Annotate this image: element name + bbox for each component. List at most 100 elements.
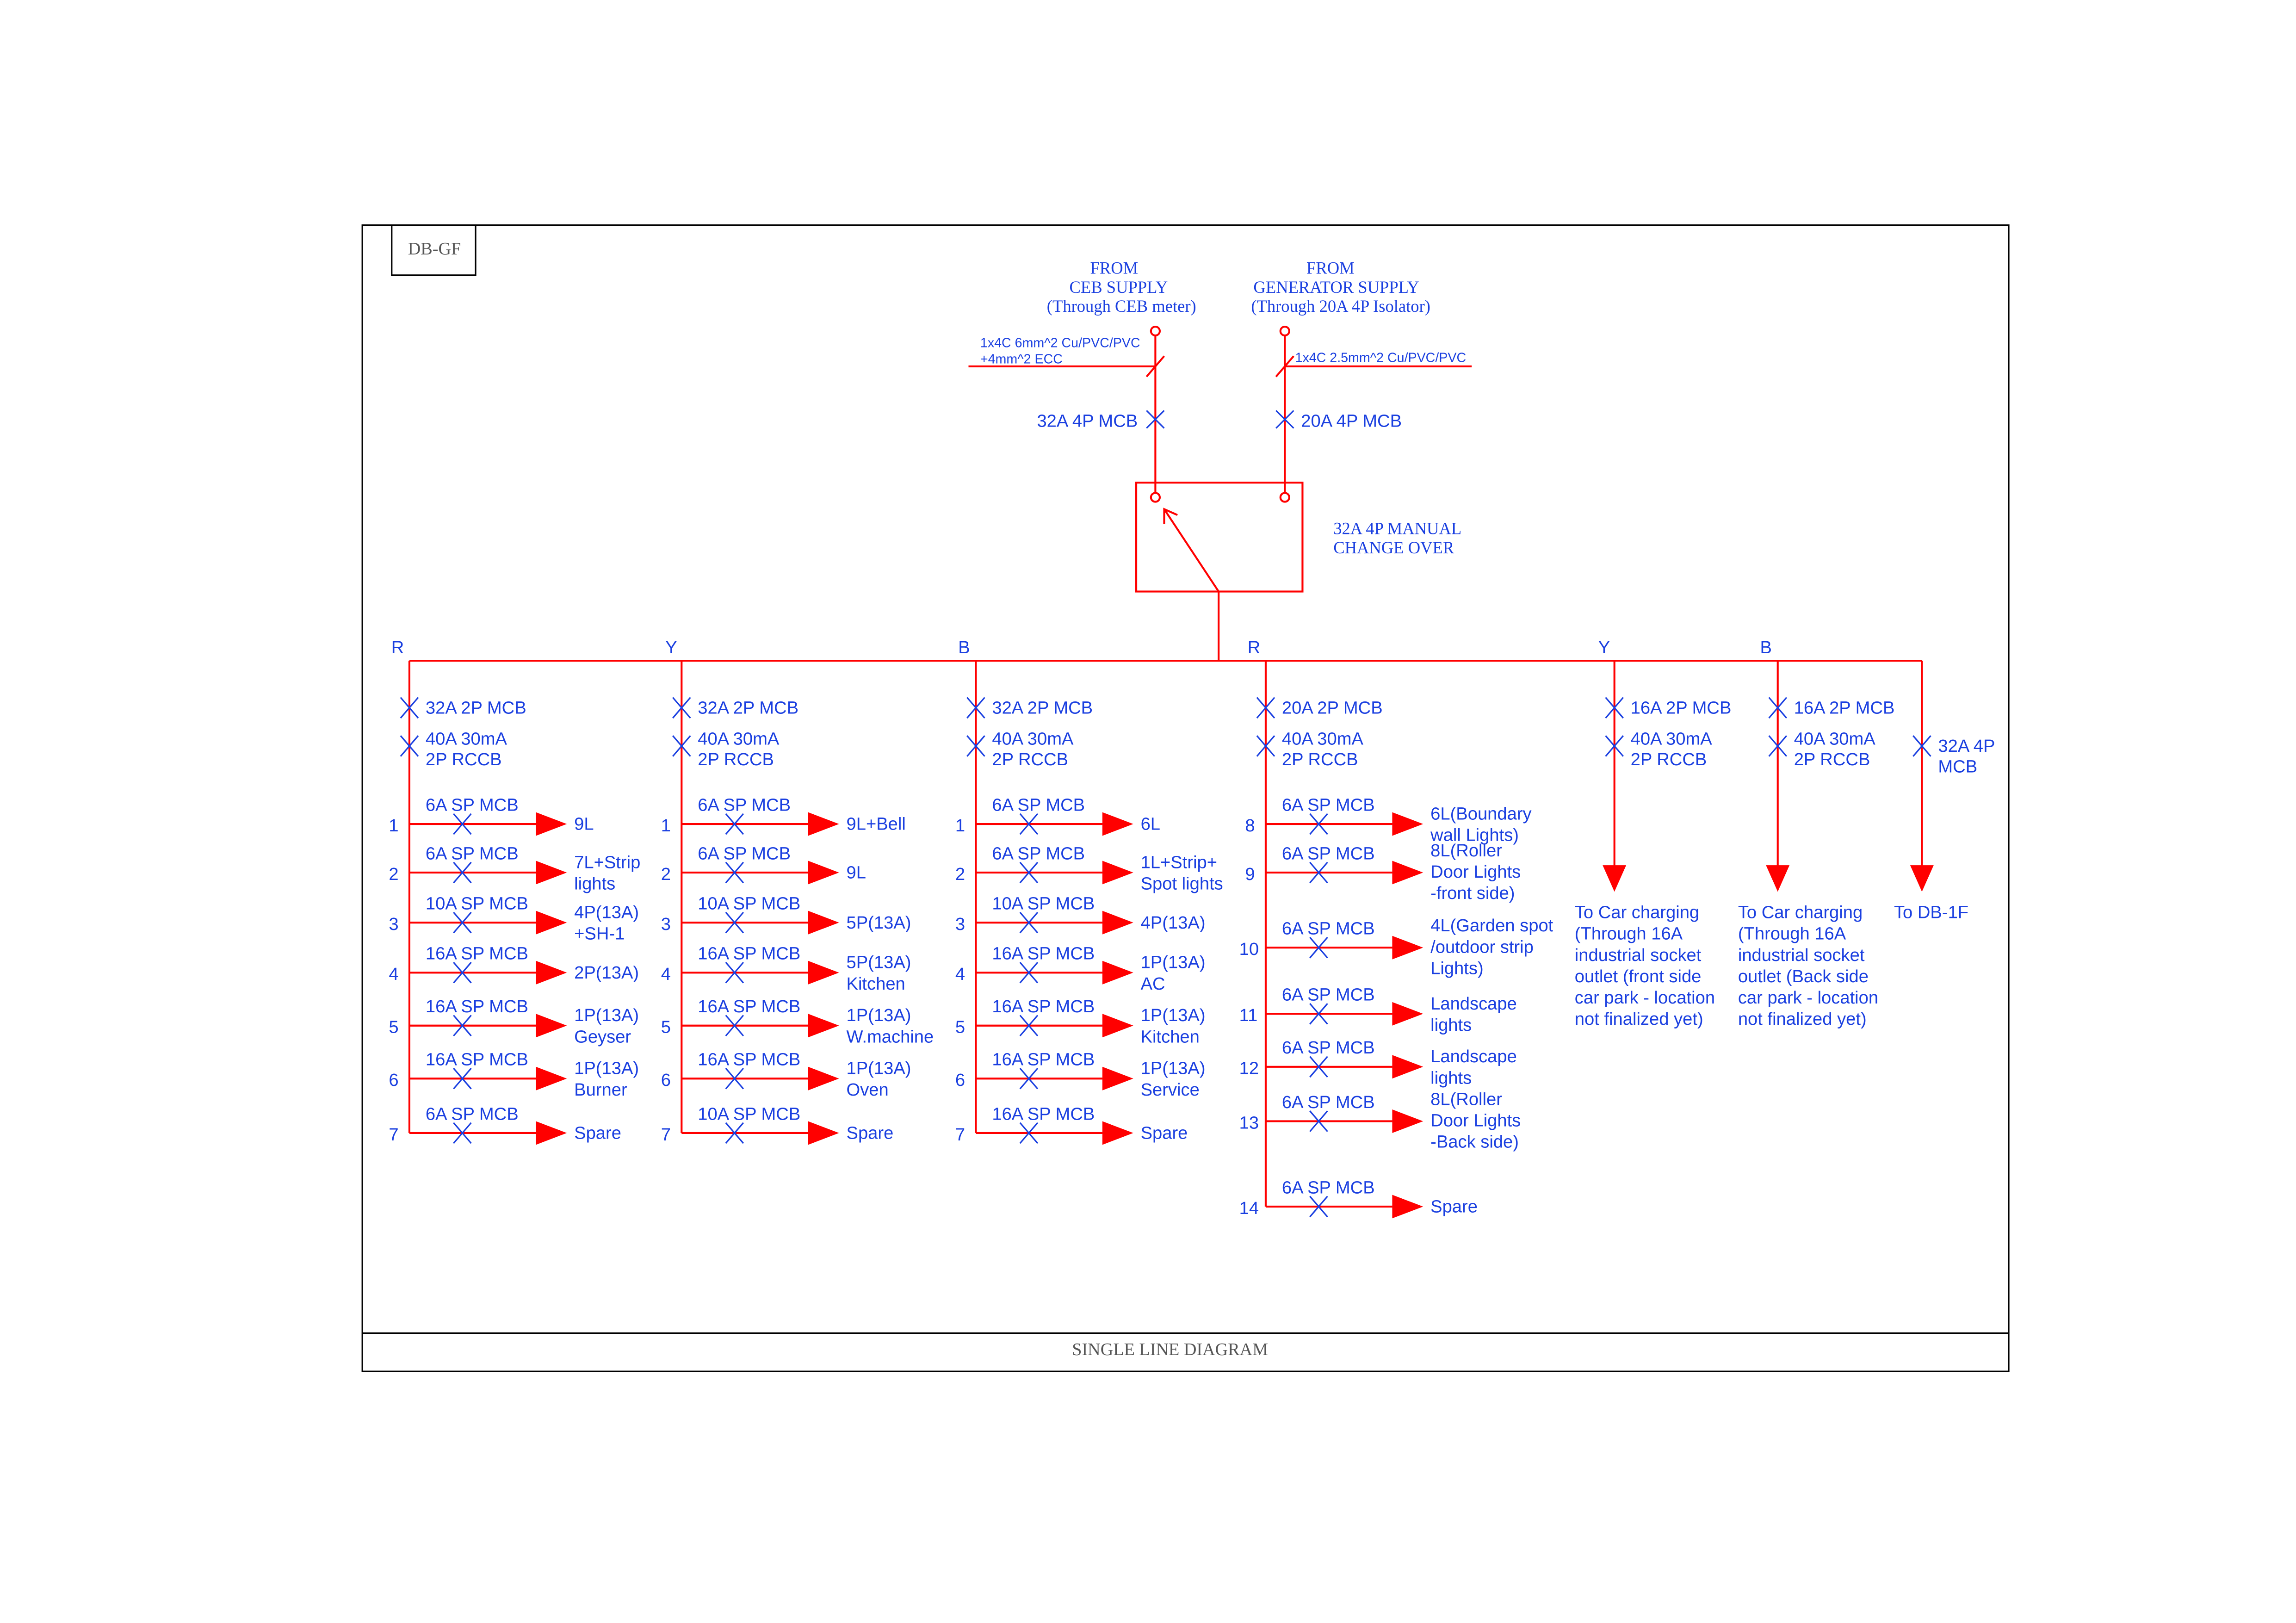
feeder-protection-symbol-stroke-b: [1912, 735, 1931, 757]
circuit-load-label: Burner: [574, 1080, 627, 1100]
circuit-load-label: Spare: [574, 1123, 621, 1143]
circuit-load-label: Kitchen: [1141, 1027, 1200, 1047]
circuit-mcb-label: 6A SP MCB: [1282, 1177, 1375, 1197]
circuit-mcb-symbol-stroke-b: [1019, 1122, 1039, 1144]
ceb-cable-tick: [1145, 355, 1165, 378]
footer-title: SINGLE LINE DIAGRAM: [1072, 1340, 1268, 1359]
circuit-mcb-label: 6A SP MCB: [698, 843, 791, 863]
circuit-number: 5: [389, 1017, 398, 1037]
circuit-number: 4: [955, 964, 965, 984]
circuit-mcb-label: 10A SP MCB: [992, 893, 1095, 913]
circuit-load-label: 1P(13A): [847, 1059, 911, 1078]
load-arrow-icon: [1392, 935, 1423, 960]
phase-label-y: Y: [1598, 638, 1610, 657]
group-rccb-label-1: 40A 30mA: [698, 729, 780, 749]
circuit-load-label: lights: [1430, 1015, 1472, 1035]
circuit-mcb-label: 6A SP MCB: [426, 1104, 519, 1124]
circuit-mcb-label: 16A SP MCB: [698, 944, 800, 964]
group-rccb-symbol-stroke-b: [1256, 735, 1275, 757]
circuit-mcb-label: 6A SP MCB: [1282, 985, 1375, 1005]
group-rccb-symbol-stroke-b: [672, 735, 691, 757]
circuit-load-label: Spare: [1430, 1197, 1478, 1217]
circuit-mcb-symbol-stroke-b: [1309, 813, 1328, 835]
circuit-mcb-label: 16A SP MCB: [698, 1050, 800, 1070]
changeover-label-1: 32A 4P MANUAL: [1333, 519, 1461, 538]
group-main-mcb-symbol-stroke-b: [966, 697, 985, 719]
circuit-mcb-symbol-stroke-b: [1309, 1056, 1328, 1078]
circuit-number: 4: [389, 964, 398, 984]
circuit-load-label: Geyser: [574, 1027, 631, 1047]
group-main-mcb-label: 20A 2P MCB: [1282, 698, 1383, 718]
circuit-mcb-label: 6A SP MCB: [1282, 1038, 1375, 1058]
circuit-load-label: Oven: [847, 1080, 889, 1100]
circuit-number: 13: [1239, 1113, 1259, 1133]
circuit-mcb-symbol-stroke-b: [1309, 936, 1328, 959]
circuit-load-label: Spare: [1141, 1123, 1188, 1143]
circuit-number: 5: [955, 1017, 965, 1037]
circuit-load-label: 9L: [574, 814, 594, 834]
circuit-mcb-symbol-stroke-b: [1019, 813, 1039, 835]
circuit-number: 5: [661, 1017, 671, 1037]
feeder-destination-label: To DB-1F: [1894, 903, 1968, 923]
ceb-supply-line-3: (Through CEB meter): [1047, 297, 1196, 316]
circuit-load-label: 5P(13A): [847, 913, 911, 933]
feeder-destination-label: (Through 16A: [1575, 924, 1683, 944]
feeder-destination-label: outlet (Back side: [1738, 966, 1869, 986]
circuit-load-label: 1P(13A): [1141, 1005, 1206, 1025]
group-rccb-label-1: 40A 30mA: [426, 729, 507, 749]
circuit-mcb-symbol-stroke-b: [453, 911, 472, 934]
group-main-mcb-symbol-stroke-b: [672, 697, 691, 719]
circuit-mcb-symbol-stroke-b: [1019, 961, 1039, 984]
feeder-destination-label: car park - location: [1738, 988, 1878, 1008]
load-arrow-icon: [1392, 861, 1423, 885]
circuit-mcb-symbol-stroke-b: [725, 1122, 744, 1144]
circuit-load-label: Service: [1141, 1080, 1200, 1100]
circuit-mcb-label: 6A SP MCB: [1282, 1092, 1375, 1112]
group-rccb-label-1: 40A 30mA: [1282, 729, 1364, 749]
gen-mcb-symbol: [1275, 410, 1294, 429]
group-main-mcb-symbol-stroke-b: [1256, 697, 1275, 719]
board-name-box: [391, 224, 477, 276]
load-arrow-icon: [1102, 911, 1133, 935]
load-arrow-icon: [808, 1014, 839, 1038]
feeder-main-mcb-label: 16A 2P MCB: [1794, 698, 1895, 718]
changeover-switch-box: [1135, 482, 1304, 593]
circuit-load-label: 1P(13A): [847, 1005, 911, 1025]
load-arrow-icon: [1392, 812, 1423, 836]
ceb-mcb-label: 32A 4P MCB: [1037, 411, 1138, 431]
feeder-destination-label: car park - location: [1575, 988, 1715, 1008]
circuit-load-label: 1P(13A): [1141, 1059, 1206, 1078]
circuit-mcb-symbol-stroke-b: [725, 961, 744, 984]
circuit-load-label: Lights): [1430, 958, 1484, 978]
group-rccb-label-2: 2P RCCB: [698, 750, 774, 769]
circuit-load-label: 8L(Roller: [1430, 1089, 1502, 1109]
circuit-mcb-label: 6A SP MCB: [698, 795, 791, 815]
feeder-protection-label-2: MCB: [1938, 757, 1977, 777]
circuit-mcb-label: 6A SP MCB: [1282, 843, 1375, 863]
circuit-number: 2: [955, 864, 965, 884]
load-arrow-icon: [808, 1121, 839, 1145]
ceb-cable-spec-1: 1x4C 6mm^2 Cu/PVC/PVC: [980, 336, 1140, 351]
load-arrow-icon: [1392, 1109, 1423, 1133]
phase-label-b: B: [958, 638, 970, 657]
load-arrow-icon: [536, 861, 567, 885]
circuit-number: 14: [1239, 1198, 1259, 1218]
load-arrow-icon: [808, 861, 839, 885]
circuit-number: 6: [955, 1070, 965, 1090]
circuit-number: 10: [1239, 939, 1259, 959]
circuit-number: 7: [389, 1125, 398, 1145]
group-rccb-symbol-stroke-b: [966, 735, 985, 757]
load-arrow-icon: [808, 1066, 839, 1090]
circuit-mcb-label: 6A SP MCB: [992, 843, 1085, 863]
circuit-load-label: -Back side): [1430, 1132, 1519, 1152]
ceb-changeover-terminal: [1150, 492, 1161, 503]
load-arrow-icon: [1102, 1066, 1133, 1090]
circuit-number: 3: [955, 914, 965, 934]
circuit-number: 7: [661, 1125, 671, 1145]
circuit-number: 3: [661, 914, 671, 934]
circuit-mcb-label: 6A SP MCB: [1282, 795, 1375, 815]
ceb-cable-spec-2: +4mm^2 ECC: [980, 352, 1063, 367]
circuit-mcb-symbol-stroke-b: [1309, 1110, 1328, 1132]
load-arrow-icon: [536, 911, 567, 935]
group-rccb-label-1: 40A 30mA: [992, 729, 1074, 749]
